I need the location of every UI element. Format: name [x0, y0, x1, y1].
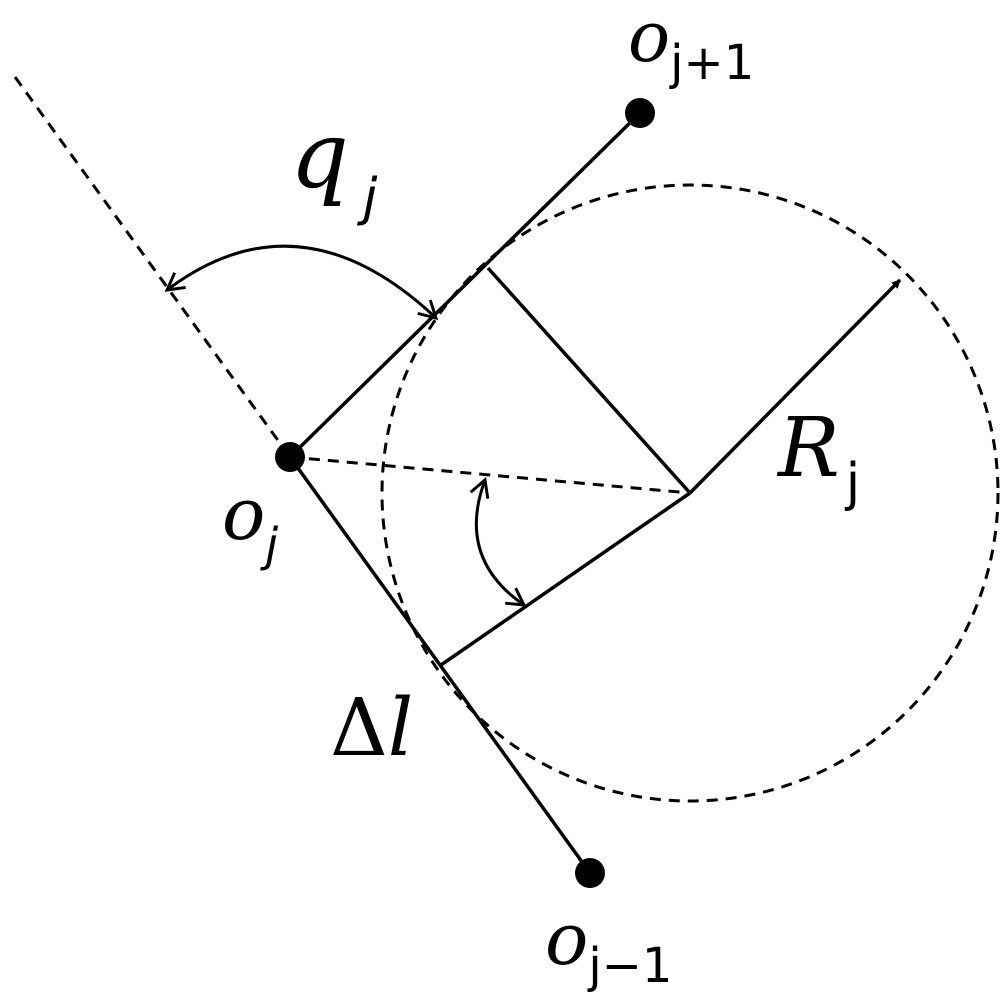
point-o-j	[275, 442, 305, 472]
label-delta-l: Δl	[330, 688, 413, 768]
label-o-j-sub: j	[265, 518, 279, 572]
segment-oj-to-next	[288, 111, 642, 459]
label-delta-var: l	[387, 681, 414, 774]
angle-arc-q	[164, 244, 439, 321]
label-o-prev-base: o	[545, 897, 589, 981]
radius-to-upper-tangent	[486, 266, 692, 495]
label-o-next: oj+1	[628, 2, 754, 87]
oj-to-center-dashed-line	[289, 455, 691, 495]
label-r-j-sub: j	[845, 453, 861, 513]
label-delta-symbol: Δ	[330, 681, 388, 774]
extension-dashed-line	[13, 76, 292, 458]
label-o-next-sub: j+1	[670, 35, 755, 91]
label-o-prev-sub: j−1	[588, 938, 673, 994]
radius-arrow	[688, 278, 902, 495]
label-q-j-sub: j	[362, 168, 378, 228]
point-o-next	[625, 98, 655, 128]
angle-arc-center	[469, 477, 527, 607]
label-o-j-base: o	[222, 472, 266, 556]
segment-prev-to-oj	[288, 455, 592, 875]
label-q-j-base: q	[290, 102, 349, 209]
label-r-j-base: R	[778, 401, 840, 496]
label-o-next-base: o	[628, 0, 671, 78]
label-o-prev: oj−1	[545, 903, 672, 990]
label-o-j: oj	[222, 478, 278, 568]
radius-to-lower-tangent	[440, 491, 691, 667]
point-o-prev	[575, 858, 605, 888]
osculating-circle	[380, 183, 1000, 803]
